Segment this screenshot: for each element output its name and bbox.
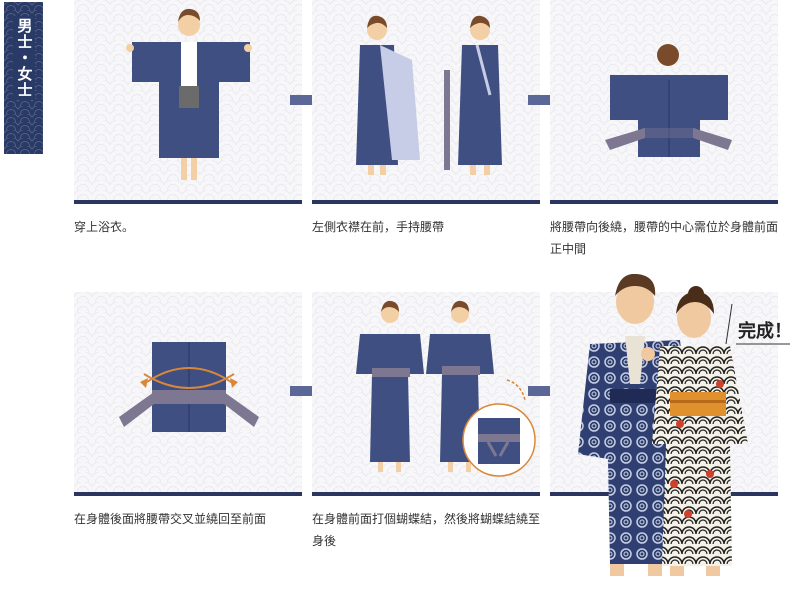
step-3-illustration (550, 0, 778, 200)
category-tag: 男士・女士 (4, 2, 43, 154)
step-5-illustration (312, 292, 540, 492)
step-1-panel (74, 0, 302, 204)
step-5-caption: 在身體前面打個蝴蝶結，然後將蝴蝶結繞至身後 (312, 508, 544, 552)
step-1-illustration (74, 0, 302, 200)
step-3-caption: 將腰帶向後繞，腰帶的中心需位於身體前面正中間 (550, 216, 778, 260)
step-4-illustration (74, 292, 302, 492)
done-label: 完成！ (738, 317, 792, 343)
step-2-illustration (312, 0, 540, 200)
step-2-caption: 左側衣襟在前，手持腰帶 (312, 216, 540, 238)
step-5-panel (312, 292, 540, 496)
step-1-caption: 穿上浴衣。 (74, 216, 302, 238)
step-4-caption: 在身體後面將腰帶交叉並繞回至前面 (74, 508, 302, 530)
step-3-panel (550, 0, 778, 204)
category-tag-label: 男士・女士 (13, 16, 35, 100)
step-2-panel (312, 0, 540, 204)
step-4-panel (74, 292, 302, 496)
